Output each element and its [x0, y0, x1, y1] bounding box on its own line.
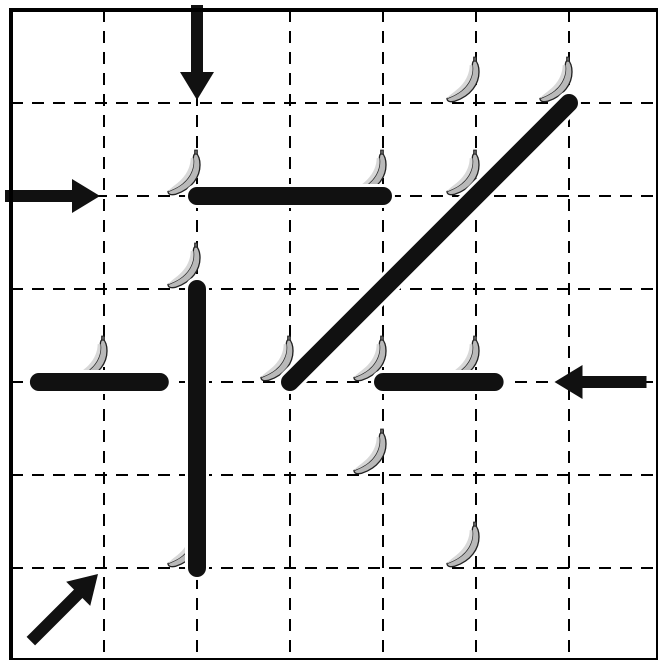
- arrow-left: [5, 179, 100, 213]
- arrows-layer: [5, 5, 647, 646]
- arrow-right: [554, 365, 647, 399]
- arrow-bottom-left-head: [66, 574, 98, 606]
- arrow-top: [180, 5, 214, 100]
- arrow-top-shaft: [191, 5, 203, 78]
- arrow-bottom-left: [26, 574, 98, 646]
- strokes-layer: [26, 91, 581, 580]
- arrow-left-shaft: [5, 190, 78, 202]
- arrow-right-head: [554, 365, 583, 399]
- board-border: [9, 8, 658, 660]
- arrow-bottom-left-shaft: [26, 585, 87, 646]
- arrow-left-head: [72, 179, 100, 213]
- arrow-right-shaft: [576, 376, 647, 388]
- stroke-diagonal: [281, 94, 578, 391]
- arrow-top-head: [180, 72, 214, 100]
